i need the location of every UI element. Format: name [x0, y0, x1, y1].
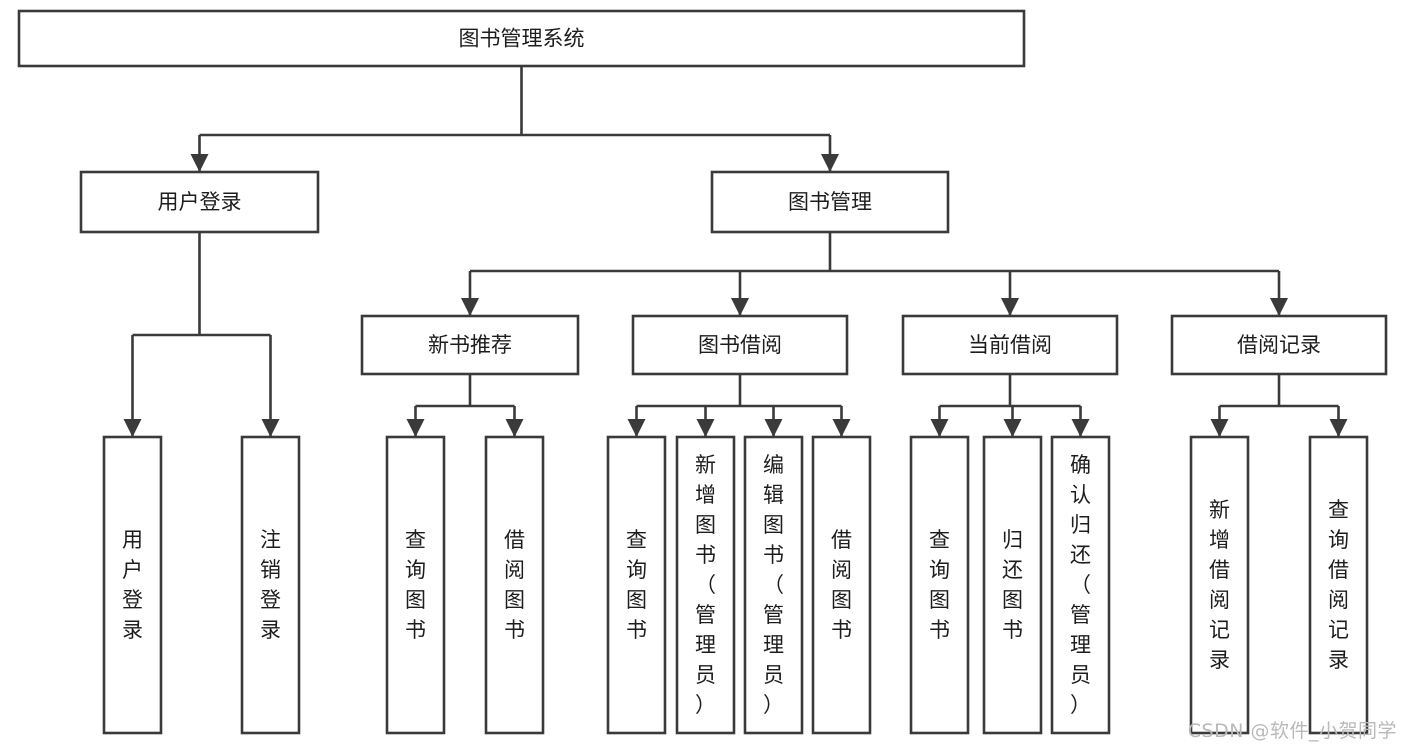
node-box-borrow-record	[1170, 314, 1388, 376]
node-box-user-login	[79, 170, 320, 234]
node-label-current-borrow: 当前借阅	[968, 333, 1052, 357]
node-label-borrow-record: 借阅记录	[1237, 333, 1321, 357]
node-box-leaf-add-book	[675, 435, 736, 735]
node-current-borrow[interactable]: 当前借阅	[901, 314, 1119, 376]
node-box-leaf-query-book-borrow	[606, 435, 667, 735]
node-box-book-manage	[710, 170, 950, 234]
node-label-leaf-query-book-borrow: 查询图书	[626, 528, 647, 642]
arrow-head-leaf-confirm-return	[1071, 419, 1090, 437]
node-label-book-manage: 图书管理	[788, 190, 872, 214]
node-label-leaf-add-book: 新增图书（管理员）	[695, 453, 716, 717]
node-leaf-borrow-book[interactable]: 借阅图书	[811, 435, 872, 735]
arrow-head-current-borrow	[1001, 298, 1019, 316]
arrow-head-leaf-query-book-rec	[406, 419, 425, 437]
node-leaf-query-book-current[interactable]: 查询图书	[909, 435, 970, 735]
node-leaf-borrow-book-rec[interactable]: 借阅图书	[484, 435, 545, 735]
arrow-head-borrow-record	[1270, 298, 1288, 316]
node-box-leaf-user-login	[102, 435, 163, 735]
arrow-head-book-manage	[821, 154, 839, 172]
node-label-book-borrow: 图书借阅	[698, 333, 782, 357]
node-leaf-query-book-rec[interactable]: 查询图书	[385, 435, 446, 735]
node-box-leaf-edit-book	[743, 435, 804, 735]
arrow-head-leaf-add-record	[1210, 419, 1229, 437]
arrow-head-leaf-user-login	[123, 419, 142, 437]
node-label-leaf-edit-book: 编辑图书（管理员）	[763, 453, 784, 717]
node-leaf-confirm-return[interactable]: 确认归还（管理员）	[1050, 435, 1111, 735]
arrow-head-leaf-borrow-book	[832, 419, 851, 437]
node-box-leaf-confirm-return	[1050, 435, 1111, 735]
node-leaf-query-book-borrow[interactable]: 查询图书	[606, 435, 667, 735]
node-layer: 图书管理系统用户登录图书管理新书推荐图书借阅当前借阅借阅记录用户登录注销登录查询…	[17, 9, 1388, 735]
node-box-leaf-query-record	[1308, 435, 1369, 735]
node-leaf-user-logout[interactable]: 注销登录	[240, 435, 301, 735]
arrow-head-leaf-query-book-current	[930, 419, 949, 437]
node-label-leaf-confirm-return: 确认归还（管理员）	[1070, 453, 1091, 717]
node-book-manage[interactable]: 图书管理	[710, 170, 950, 234]
arrow-head-leaf-return-book	[1003, 419, 1022, 437]
arrow-head-leaf-query-record	[1329, 419, 1348, 437]
arrow-head-book-borrow	[731, 298, 749, 316]
node-box-book-borrow	[631, 314, 849, 376]
node-box-leaf-query-book-current	[909, 435, 970, 735]
arrow-head-user-login	[190, 154, 209, 172]
node-label-leaf-borrow-book-rec: 借阅图书	[504, 528, 525, 642]
node-user-login[interactable]: 用户登录	[79, 170, 320, 234]
node-new-book-recommend[interactable]: 新书推荐	[360, 314, 580, 376]
node-box-leaf-return-book	[982, 435, 1043, 735]
node-label-leaf-query-record: 查询借阅记录	[1328, 498, 1349, 672]
node-box-leaf-borrow-book-rec	[484, 435, 545, 735]
arrow-head-new-book-recommend	[461, 298, 479, 316]
node-box-leaf-add-record	[1189, 435, 1250, 735]
node-label-leaf-add-record: 新增借阅记录	[1209, 498, 1230, 672]
node-leaf-add-record[interactable]: 新增借阅记录	[1189, 435, 1250, 735]
node-leaf-edit-book[interactable]: 编辑图书（管理员）	[743, 435, 804, 735]
node-root[interactable]: 图书管理系统	[17, 9, 1026, 68]
node-leaf-return-book[interactable]: 归还图书	[982, 435, 1043, 735]
node-box-new-book-recommend	[360, 314, 580, 376]
node-leaf-user-login[interactable]: 用户登录	[102, 435, 163, 735]
node-box-root	[17, 9, 1026, 68]
node-box-leaf-borrow-book	[811, 435, 872, 735]
node-leaf-query-record[interactable]: 查询借阅记录	[1308, 435, 1369, 735]
node-book-borrow[interactable]: 图书借阅	[631, 314, 849, 376]
arrow-head-leaf-edit-book	[764, 419, 783, 437]
node-box-leaf-query-book-rec	[385, 435, 446, 735]
node-label-user-login: 用户登录	[158, 190, 242, 214]
node-label-leaf-user-logout: 注销登录	[260, 528, 281, 642]
arrow-head-leaf-borrow-book-rec	[505, 419, 524, 437]
node-label-leaf-borrow-book: 借阅图书	[831, 528, 852, 642]
node-label-leaf-return-book: 归还图书	[1002, 528, 1023, 642]
node-borrow-record[interactable]: 借阅记录	[1170, 314, 1388, 376]
node-label-leaf-query-book-current: 查询图书	[929, 528, 950, 642]
node-box-current-borrow	[901, 314, 1119, 376]
arrow-head-leaf-user-logout	[261, 419, 280, 437]
node-label-new-book-recommend: 新书推荐	[428, 333, 512, 357]
node-box-leaf-user-logout	[240, 435, 301, 735]
node-label-root: 图书管理系统	[459, 27, 585, 51]
node-label-leaf-user-login: 用户登录	[122, 528, 143, 642]
node-label-leaf-query-book-rec: 查询图书	[405, 528, 426, 642]
arrow-head-leaf-query-book-borrow	[627, 419, 646, 437]
connector-layer	[123, 66, 1348, 437]
node-leaf-add-book[interactable]: 新增图书（管理员）	[675, 435, 736, 735]
arrow-head-leaf-add-book	[696, 419, 715, 437]
